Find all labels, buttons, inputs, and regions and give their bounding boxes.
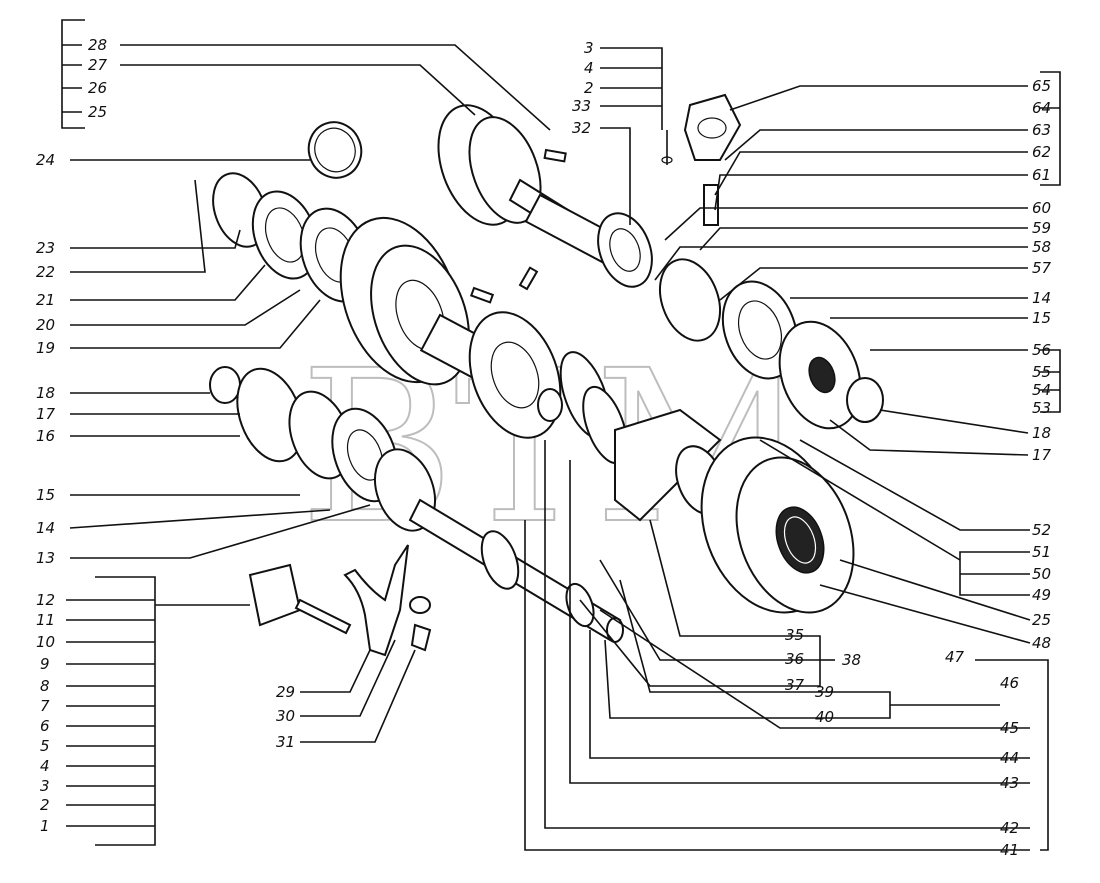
- label-4: 4: [40, 757, 50, 775]
- label-23: 23: [36, 239, 55, 257]
- label-15-right: 15: [1032, 309, 1051, 327]
- label-2: 2: [40, 796, 50, 814]
- label-21: 21: [36, 291, 55, 309]
- label-29: 29: [276, 683, 295, 701]
- parts-drawing: [209, 93, 884, 657]
- label-14: 14: [36, 519, 55, 537]
- label-19: 19: [36, 339, 55, 357]
- label-45: 45: [1000, 719, 1019, 737]
- label-26: 26: [88, 79, 107, 97]
- label-61: 61: [1032, 166, 1051, 184]
- label-3: 3: [40, 777, 50, 795]
- label-5: 5: [40, 737, 50, 755]
- label-31: 31: [276, 733, 295, 751]
- label-56: 56: [1032, 341, 1051, 359]
- label-28: 28: [88, 36, 107, 54]
- label-46: 46: [1000, 674, 1019, 692]
- label-25-right: 25: [1032, 611, 1051, 629]
- label-50: 50: [1032, 565, 1051, 583]
- label-39: 39: [815, 683, 834, 701]
- label-24: 24: [36, 151, 55, 169]
- label-16: 16: [36, 427, 55, 445]
- label-8: 8: [40, 677, 50, 695]
- label-60: 60: [1032, 199, 1051, 217]
- label-13: 13: [36, 549, 55, 567]
- label-32: 32: [572, 119, 591, 137]
- label-7: 7: [40, 697, 50, 715]
- label-37: 37: [785, 676, 805, 694]
- callout-labels: 28 27 26 25 24 23 22 21 20 19 18 17 16 1…: [36, 36, 1052, 859]
- label-54: 54: [1032, 381, 1051, 399]
- label-55: 55: [1032, 363, 1051, 381]
- label-3-top: 3: [584, 39, 594, 57]
- label-62: 62: [1032, 143, 1051, 161]
- label-51: 51: [1032, 543, 1051, 561]
- label-27: 27: [88, 56, 108, 74]
- leader-lines: [61, 19, 1061, 851]
- label-17-right: 17: [1032, 446, 1052, 464]
- label-65: 65: [1032, 77, 1051, 95]
- label-17: 17: [36, 405, 56, 423]
- label-18-right: 18: [1032, 424, 1051, 442]
- label-58: 58: [1032, 238, 1051, 256]
- label-47: 47: [945, 648, 965, 666]
- label-22: 22: [36, 263, 55, 281]
- label-18: 18: [36, 384, 55, 402]
- label-43: 43: [1000, 774, 1019, 792]
- label-40: 40: [815, 708, 834, 726]
- label-42: 42: [1000, 819, 1019, 837]
- label-44: 44: [1000, 749, 1019, 767]
- label-64: 64: [1032, 99, 1051, 117]
- label-41: 41: [1000, 841, 1019, 859]
- label-14-right: 14: [1032, 289, 1051, 307]
- label-4-top: 4: [584, 59, 594, 77]
- label-10: 10: [36, 633, 55, 651]
- label-52: 52: [1032, 521, 1051, 539]
- label-2-top: 2: [584, 79, 594, 97]
- label-57: 57: [1032, 259, 1052, 277]
- label-59: 59: [1032, 219, 1051, 237]
- label-63: 63: [1032, 121, 1051, 139]
- label-15: 15: [36, 486, 55, 504]
- label-11: 11: [36, 611, 55, 629]
- label-48: 48: [1032, 634, 1051, 652]
- label-49: 49: [1032, 586, 1051, 604]
- label-25: 25: [88, 103, 107, 121]
- label-20: 20: [36, 316, 55, 334]
- label-38: 38: [842, 651, 861, 669]
- label-35: 35: [785, 626, 804, 644]
- label-9: 9: [40, 655, 50, 673]
- label-36: 36: [785, 650, 804, 668]
- label-6: 6: [40, 717, 50, 735]
- label-1: 1: [40, 817, 50, 835]
- label-12: 12: [36, 591, 55, 609]
- label-33: 33: [572, 97, 591, 115]
- label-30: 30: [276, 707, 295, 725]
- label-53: 53: [1032, 399, 1051, 417]
